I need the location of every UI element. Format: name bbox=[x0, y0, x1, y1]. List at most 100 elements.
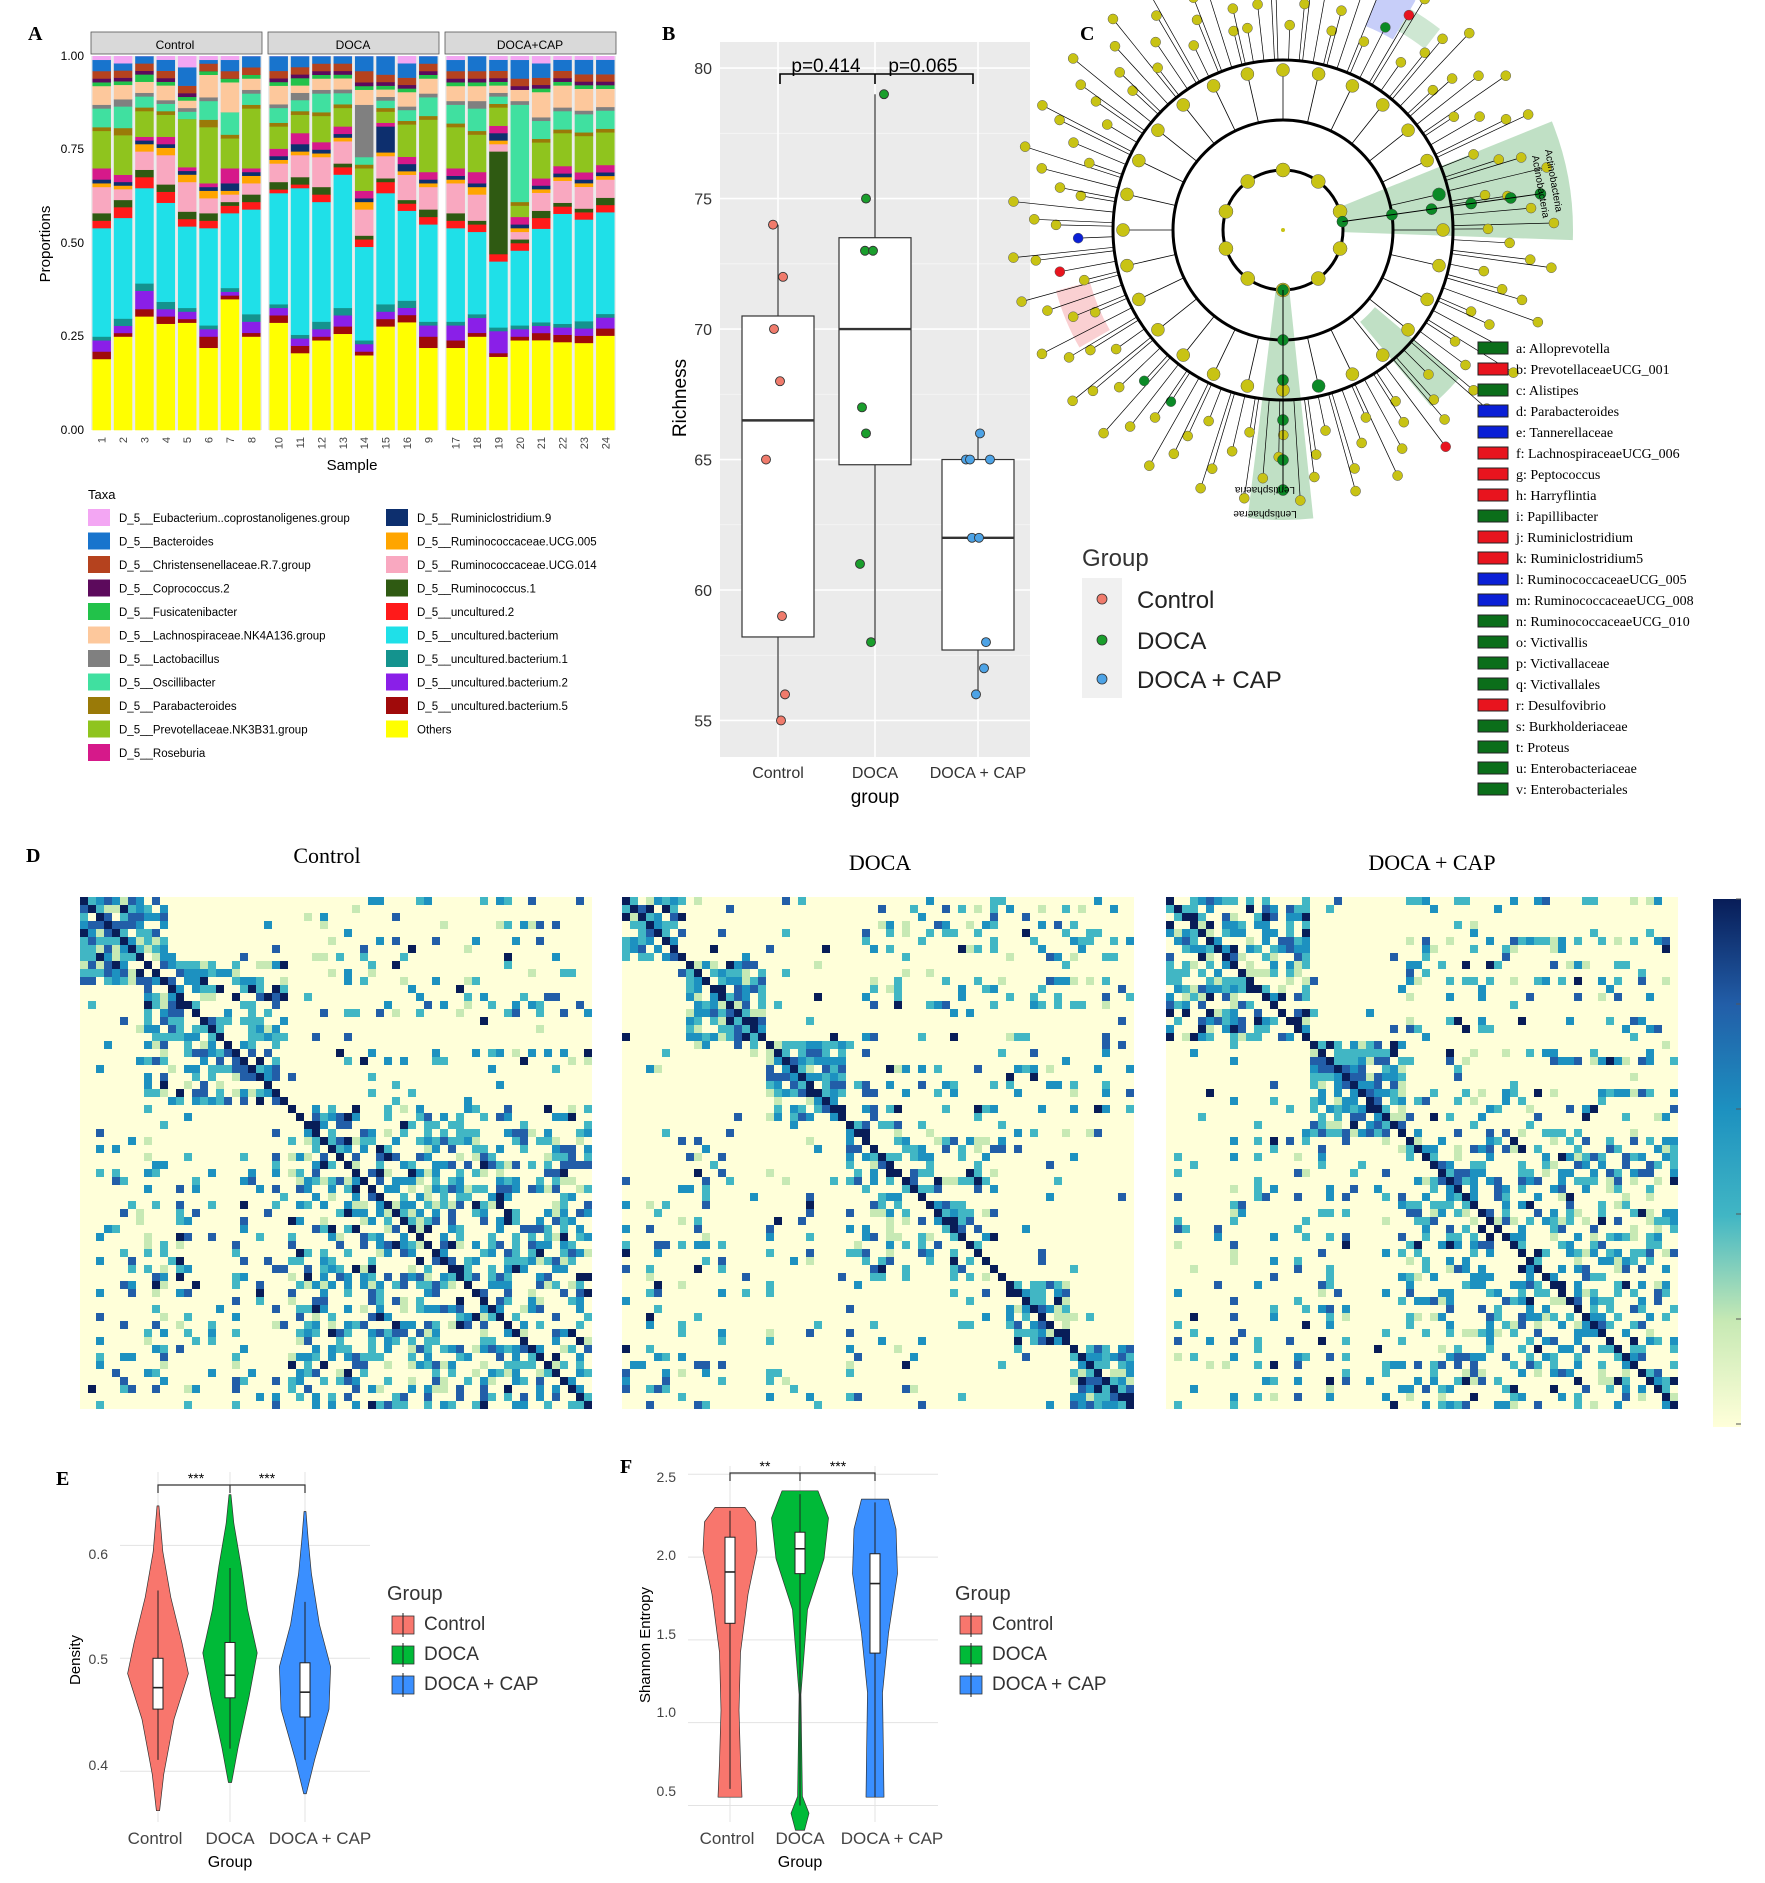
heatmap-cell bbox=[256, 1025, 264, 1033]
heatmap-cell bbox=[1422, 945, 1430, 953]
heatmap-cell bbox=[512, 1001, 520, 1009]
heatmap-cell bbox=[782, 1073, 790, 1081]
heatmap-cell bbox=[1174, 1337, 1182, 1345]
heatmap-cell bbox=[1094, 1353, 1102, 1361]
heatmap-cell bbox=[1510, 1145, 1518, 1153]
heatmap-cell bbox=[1206, 921, 1214, 929]
heatmap-cell bbox=[352, 1137, 360, 1145]
heatmap-cell bbox=[312, 1297, 320, 1305]
heatmap-cell bbox=[328, 1177, 336, 1185]
bar-segment bbox=[156, 78, 176, 82]
heatmap-cell bbox=[926, 1201, 934, 1209]
heatmap-cell bbox=[1630, 1209, 1638, 1217]
heatmap-cell bbox=[576, 1137, 584, 1145]
heatmap-cell bbox=[304, 1385, 312, 1393]
heatmap-cell bbox=[464, 1185, 472, 1193]
heatmap-cell bbox=[1358, 1073, 1366, 1081]
heatmap-cell bbox=[1430, 1201, 1438, 1209]
heatmap-cell bbox=[1358, 1089, 1366, 1097]
heatmap-cell bbox=[216, 1065, 224, 1073]
heatmap-cell bbox=[1566, 1241, 1574, 1249]
heatmap-cell bbox=[766, 1081, 774, 1089]
heatmap-cell bbox=[654, 929, 662, 937]
heatmap-cell bbox=[472, 1313, 480, 1321]
heatmap-cell bbox=[496, 1281, 504, 1289]
heatmap-cell bbox=[1510, 1321, 1518, 1329]
heatmap-cell bbox=[1414, 1249, 1422, 1257]
tree-branch bbox=[1437, 300, 1490, 325]
heatmap-cell bbox=[1406, 993, 1414, 1001]
heatmap-cell bbox=[1238, 1001, 1246, 1009]
heatmap-cell bbox=[496, 1313, 504, 1321]
bar-segment bbox=[199, 228, 218, 326]
heatmap-cell bbox=[1166, 993, 1174, 1001]
heatmap-cell bbox=[806, 1329, 814, 1337]
heatmap-cell bbox=[1670, 1401, 1678, 1409]
heatmap-cell bbox=[1182, 1225, 1190, 1233]
heatmap-cell bbox=[966, 1169, 974, 1177]
heatmap-cell bbox=[424, 1321, 432, 1329]
bar-segment bbox=[446, 100, 465, 105]
tree-branch bbox=[1359, 27, 1386, 79]
bar-segment bbox=[156, 103, 176, 112]
heatmap-cell bbox=[782, 1065, 790, 1073]
heatmap-cell bbox=[622, 1377, 630, 1385]
heatmap-cell bbox=[96, 1401, 104, 1409]
heatmap-cell bbox=[854, 1353, 862, 1361]
heatmap-cell bbox=[104, 897, 112, 905]
heatmap-cell bbox=[1182, 945, 1190, 953]
heatmap-cell bbox=[96, 929, 104, 937]
legend-label: DOCA bbox=[1137, 628, 1206, 655]
heatmap-cell bbox=[168, 1017, 176, 1025]
heatmap-cell bbox=[584, 1209, 592, 1217]
heatmap-cell bbox=[1278, 937, 1286, 945]
bar-segment bbox=[312, 93, 331, 113]
heatmap-cell bbox=[1310, 1097, 1318, 1105]
heatmap-cell bbox=[1350, 1113, 1358, 1121]
heatmap-cell bbox=[472, 1345, 480, 1353]
heatmap-cell bbox=[1254, 1337, 1262, 1345]
legend-label: D_5__uncultured.2 bbox=[417, 607, 514, 619]
heatmap-cell bbox=[1270, 1081, 1278, 1089]
bar-segment bbox=[290, 188, 310, 335]
legend-swatch bbox=[386, 650, 408, 667]
heatmap-cell bbox=[1406, 1201, 1414, 1209]
legend-swatch bbox=[386, 626, 408, 644]
heatmap-cell bbox=[1222, 1009, 1230, 1017]
heatmap-cell bbox=[1502, 1201, 1510, 1209]
heatmap-cell bbox=[1302, 985, 1310, 993]
heatmap-cell bbox=[1550, 1185, 1558, 1193]
tree-node bbox=[1311, 174, 1326, 189]
heatmap-cell bbox=[1654, 1297, 1662, 1305]
heatmap-cell bbox=[1518, 1249, 1526, 1257]
heatmap-cell bbox=[1118, 1345, 1126, 1353]
heatmap-cell bbox=[392, 1329, 400, 1337]
heatmap-cell bbox=[192, 1001, 200, 1009]
heatmap-cell bbox=[1118, 1041, 1126, 1049]
bar-segment bbox=[397, 88, 417, 93]
heatmap-cell bbox=[1630, 1129, 1638, 1137]
heatmap-cell bbox=[878, 1201, 886, 1209]
tree-node bbox=[1257, 472, 1269, 484]
heatmap-cell bbox=[232, 961, 240, 969]
heatmap-cell bbox=[432, 1281, 440, 1289]
heatmap-cell bbox=[160, 1073, 168, 1081]
heatmap-cell bbox=[1422, 1257, 1430, 1265]
bar-segment bbox=[290, 111, 310, 115]
heatmap-cell bbox=[686, 1185, 694, 1193]
bar-segment bbox=[397, 203, 417, 211]
heatmap-cell bbox=[160, 1361, 168, 1369]
heatmap-cell bbox=[424, 1153, 432, 1161]
heatmap-cell bbox=[176, 1009, 184, 1017]
bar-segment bbox=[199, 186, 218, 191]
tree-node bbox=[1138, 375, 1150, 387]
heatmap-cell bbox=[296, 1305, 304, 1313]
heatmap-cell bbox=[1030, 1001, 1038, 1009]
heatmap-cell bbox=[1262, 953, 1270, 961]
heatmap-cell bbox=[630, 1361, 638, 1369]
heatmap-cell bbox=[1326, 1185, 1334, 1193]
heatmap-cell bbox=[1166, 921, 1174, 929]
heatmap-cell bbox=[144, 977, 152, 985]
heatmap-cell bbox=[1230, 1033, 1238, 1041]
heatmap-cell bbox=[694, 1313, 702, 1321]
